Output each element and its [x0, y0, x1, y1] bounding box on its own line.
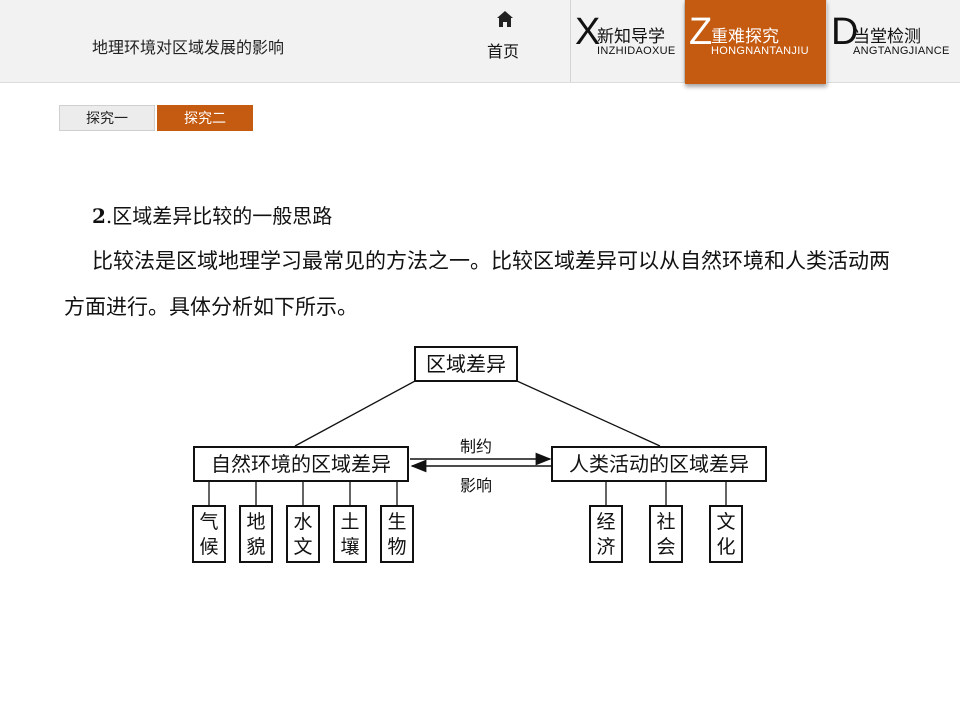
subtab-tanjiu-1[interactable]: 探究一 [59, 105, 155, 131]
tab-xinzhidaoxue[interactable]: X 新知导学 INZHIDAOXUE [571, 0, 685, 82]
home-button[interactable]: 首页 [470, 0, 571, 82]
tab-initial: Z [689, 11, 713, 53]
char: 土 [340, 511, 360, 533]
node-hydrology: 水 文 [286, 505, 320, 563]
node-natural-difference: 自然环境的区域差异 [193, 446, 409, 482]
node-climate: 气 候 [192, 505, 226, 563]
node-economy: 经 济 [589, 505, 623, 563]
tab-label: 重难探究 [711, 27, 779, 47]
char: 经 [596, 511, 616, 533]
char: 济 [596, 536, 616, 558]
section-number: 2 [92, 204, 106, 228]
tab-initial: X [575, 11, 601, 53]
char: 化 [716, 536, 736, 558]
label-constrain: 制约 [460, 437, 493, 456]
connector-root-right [516, 380, 661, 447]
node-culture: 文 化 [709, 505, 743, 563]
node-human-difference: 人类活动的区域差异 [551, 446, 767, 482]
tab-pinyin: HONGNANTANJIU [711, 45, 809, 57]
char: 壤 [340, 536, 360, 558]
connector-root-left [294, 380, 416, 447]
char: 地 [246, 511, 266, 533]
char: 生 [387, 511, 407, 533]
tab-pinyin: ANGTANGJIANCE [853, 45, 950, 57]
home-label: 首页 [487, 42, 520, 61]
node-landform: 地 貌 [239, 505, 273, 563]
subtab-tanjiu-2[interactable]: 探究二 [157, 105, 253, 131]
tab-initial: D [831, 11, 859, 53]
node-soil: 土 壤 [333, 505, 367, 563]
tab-pinyin: INZHIDAOXUE [597, 45, 676, 57]
char: 气 [199, 511, 219, 533]
intro-paragraph: 比较法是区域地理学习最常见的方法之一。比较区域差异可以从自然环境和人类活动两方面… [64, 249, 890, 319]
node-regional-difference: 区域差异 [414, 346, 518, 382]
section-heading: 2.区域差异比较的一般思路 [92, 200, 332, 229]
lesson-title: 地理环境对区域发展的影响 [92, 38, 285, 57]
node-society: 社 会 [649, 505, 683, 563]
section-heading-text: .区域差异比较的一般思路 [105, 204, 333, 228]
char: 水 [293, 511, 313, 533]
tab-label: 新知导学 [597, 27, 665, 47]
char: 会 [656, 536, 676, 558]
char: 貌 [246, 536, 266, 558]
char: 社 [656, 511, 676, 533]
node-biology: 生 物 [380, 505, 414, 563]
char: 文 [716, 511, 736, 533]
tab-dangtangjiance[interactable]: D 当堂检测 ANGTANGJIANCE [827, 0, 960, 82]
tab-label: 当堂检测 [853, 27, 921, 47]
label-influence: 影响 [460, 476, 493, 495]
home-icon [497, 11, 513, 27]
tab-zhongnantanjiu[interactable]: Z 重难探究 HONGNANTANJIU [685, 0, 827, 84]
char: 文 [293, 536, 313, 558]
top-header: 地理环境对区域发展的影响 首页 X 新知导学 INZHIDAOXUE Z 重难探… [0, 0, 960, 84]
char: 候 [199, 536, 219, 558]
char: 物 [387, 536, 407, 558]
